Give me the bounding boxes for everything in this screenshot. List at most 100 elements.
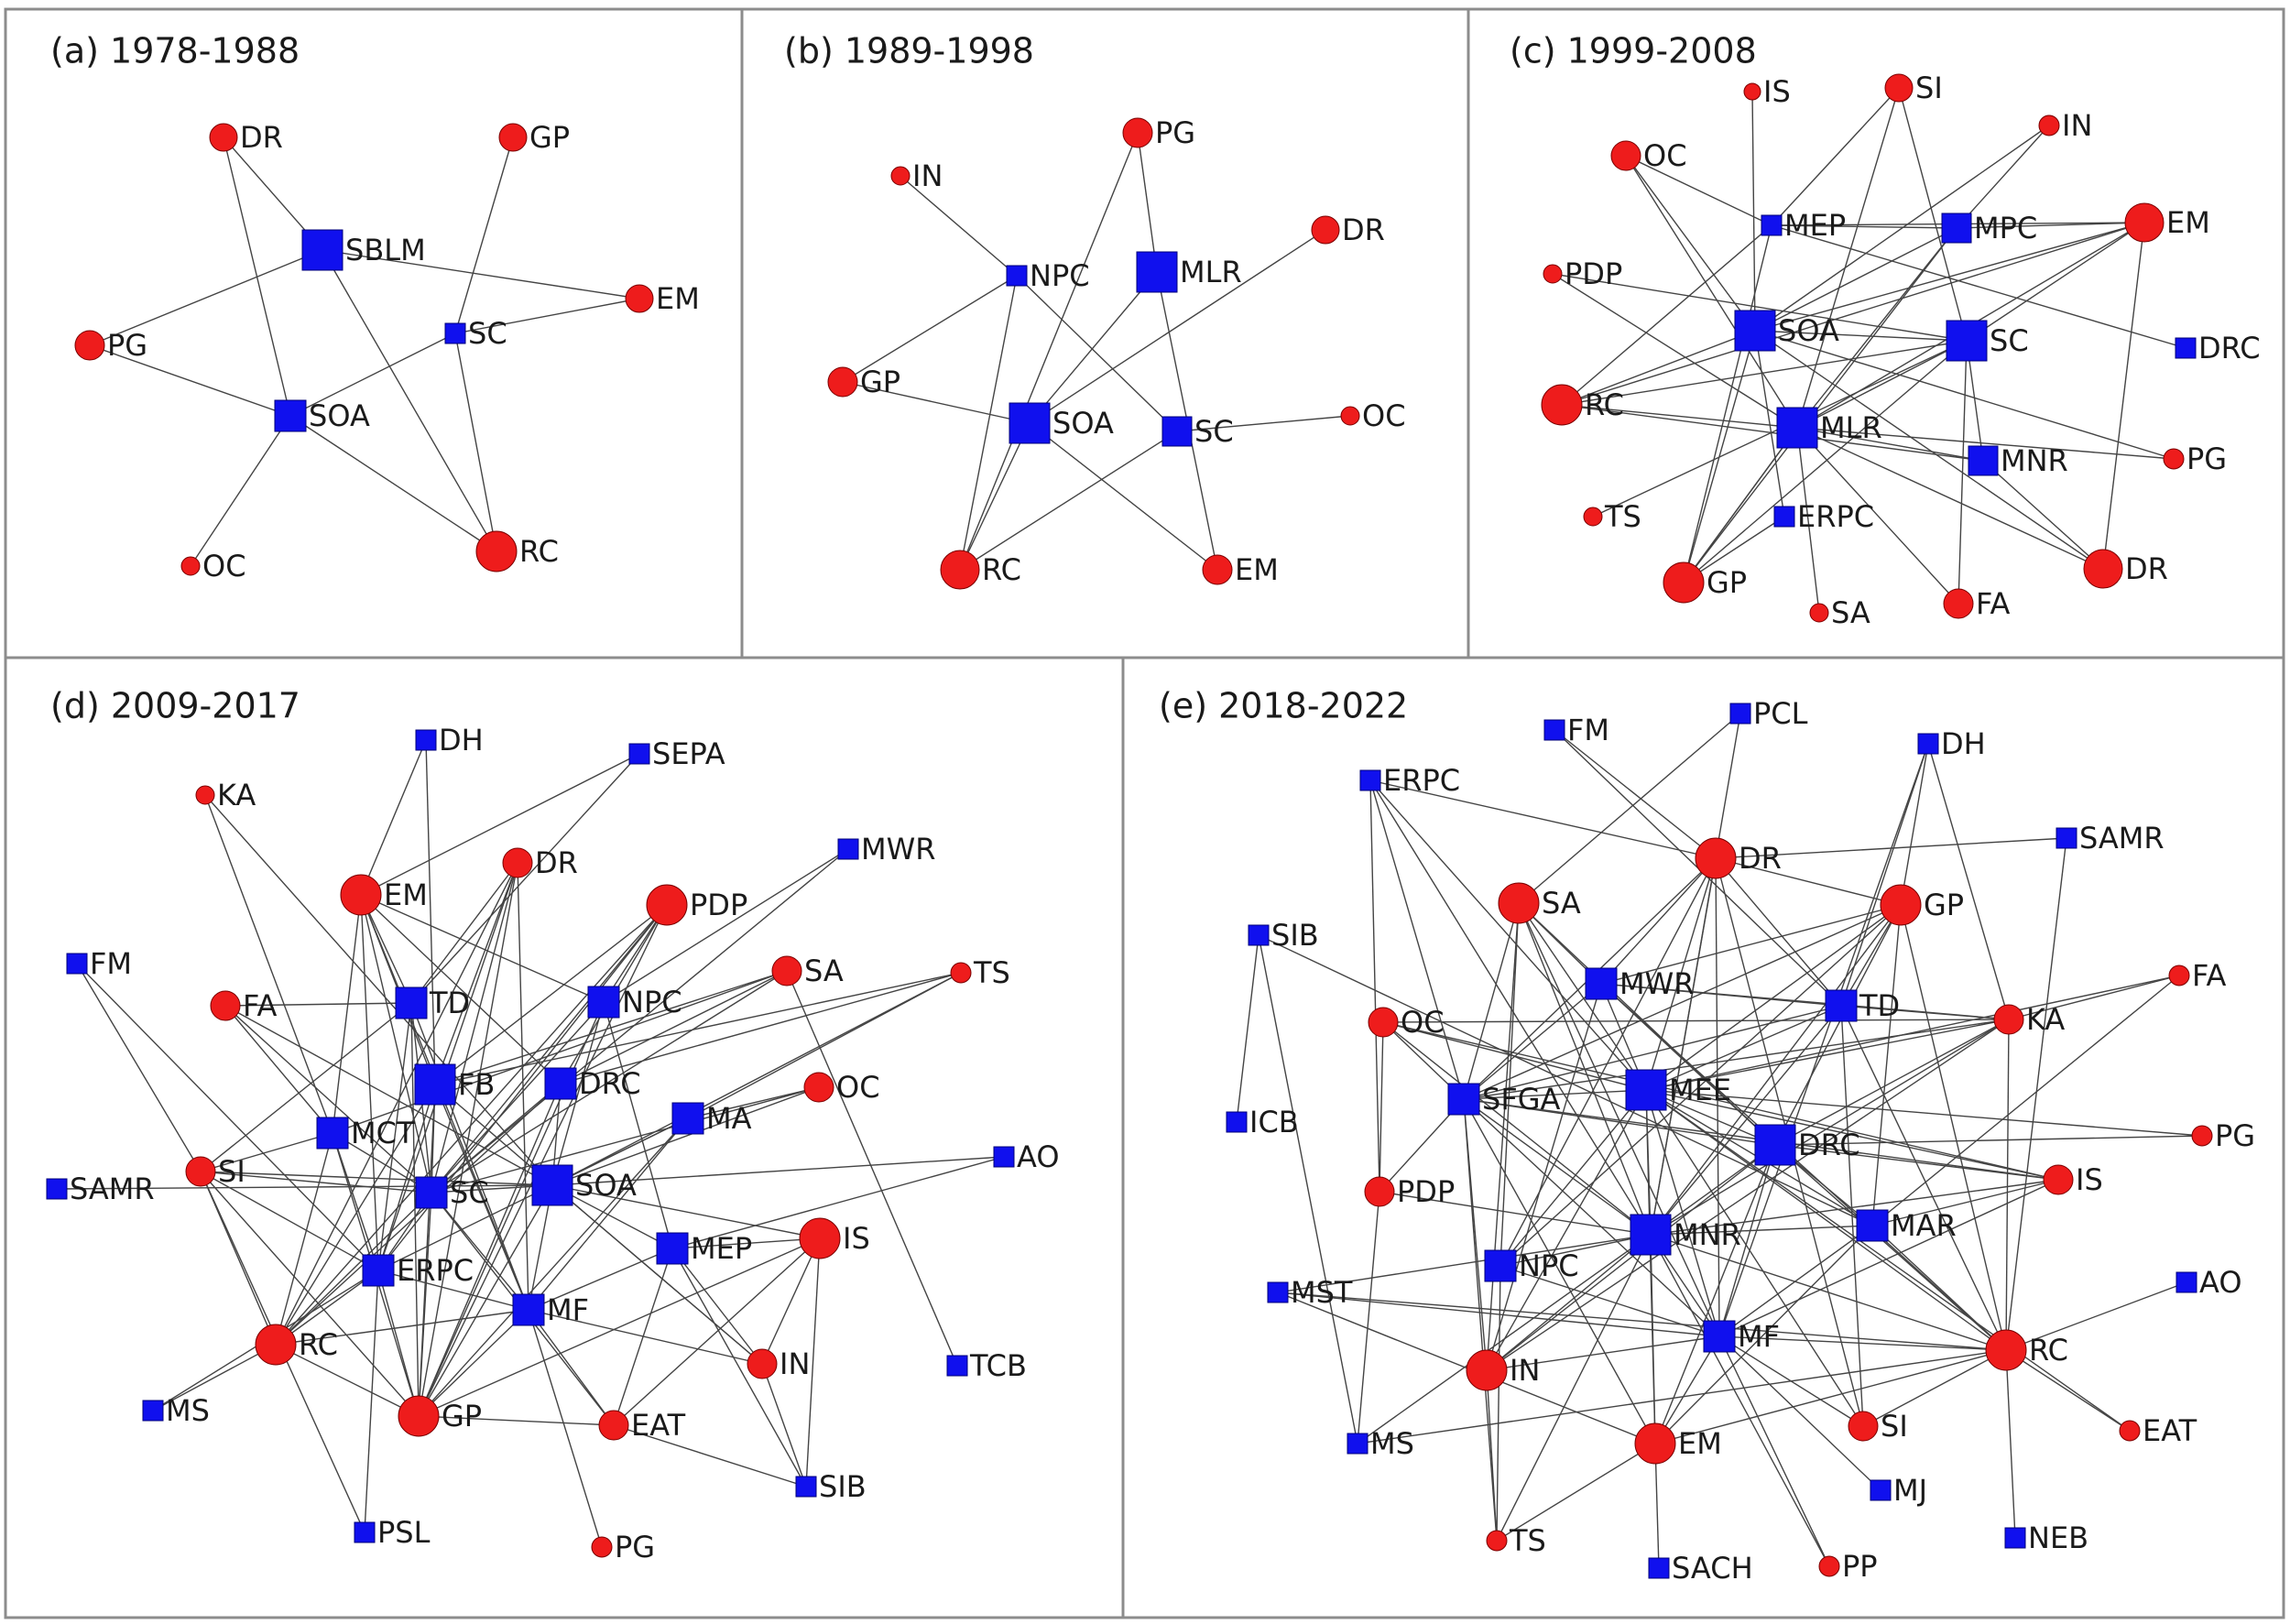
- node-label-mf: MF: [547, 1292, 589, 1327]
- edge-soa-mf: [528, 1184, 553, 1311]
- node-pg: [591, 1536, 613, 1558]
- panel-d-title: (d) 2009-2017: [50, 686, 300, 726]
- node-soa: [1734, 310, 1776, 352]
- node-label-sib: SIB: [1271, 918, 1319, 953]
- edge-sfga-mnr: [1463, 1098, 1652, 1236]
- node-label-in: IN: [1510, 1353, 1540, 1388]
- edge-mf-pp: [1718, 1335, 1830, 1567]
- edge-mct-si: [200, 1132, 333, 1172]
- node-label-mep: MEP: [691, 1231, 752, 1266]
- node-drc: [2175, 337, 2197, 359]
- node-ma: [671, 1102, 704, 1135]
- node-label-fa: FA: [2192, 958, 2226, 993]
- edge-mnr-ms: [1357, 1234, 1652, 1444]
- edge-sblm-pg: [89, 249, 323, 346]
- node-label-npc: NPC: [1519, 1248, 1579, 1283]
- node-tcb: [946, 1355, 968, 1377]
- node-label-dh: DH: [439, 723, 484, 758]
- edge-soa-erpc: [1754, 330, 1785, 518]
- node-label-soa: SOA: [1778, 313, 1839, 348]
- node-npc: [587, 986, 620, 1019]
- node-fb: [414, 1063, 456, 1106]
- edge-mlr-rc: [1561, 404, 1798, 429]
- edge-mst-rc: [1277, 1292, 2007, 1351]
- edge-em-rc: [1561, 222, 2145, 406]
- edge-fa-mar: [1871, 975, 2180, 1226]
- panel-e-edges: [1236, 713, 2203, 1569]
- node-pdp: [1543, 264, 1563, 284]
- edge-mep-mf: [528, 1248, 673, 1311]
- node-label-oc: OC: [836, 1070, 880, 1105]
- edge-em-sc: [360, 894, 432, 1193]
- node-label-rc: RC: [299, 1327, 338, 1362]
- node-label-mwr: MWR: [1619, 966, 1694, 1001]
- node-sepa: [628, 743, 650, 765]
- node-pg: [2163, 448, 2185, 470]
- edge-erpc-sfga: [1369, 779, 1465, 1100]
- node-label-si: SI: [1915, 71, 1943, 105]
- panel-d-frame: [4, 656, 1125, 1619]
- node-soa: [531, 1164, 573, 1206]
- edge-oc-soa: [551, 1086, 820, 1186]
- edge-oc-ma: [687, 1086, 820, 1119]
- panel-b-edges: [842, 132, 1351, 571]
- node-pdp: [1364, 1176, 1395, 1207]
- edge-mwr-in: [1486, 983, 1602, 1371]
- node-label-samr: SAMR: [2079, 821, 2165, 856]
- edge-is-soa: [1751, 91, 1756, 332]
- edge-fm-dr: [1554, 729, 1717, 859]
- edge-pdp-erpc: [377, 904, 668, 1271]
- edge-dr-sc: [431, 862, 518, 1193]
- edge-soa-rc: [1561, 330, 1756, 406]
- node-label-sa: SA: [1831, 595, 1870, 630]
- node-pg: [1122, 117, 1153, 148]
- edge-gp-mee: [1645, 904, 1902, 1091]
- node-sc: [415, 1176, 448, 1209]
- node-erpc: [1773, 506, 1795, 528]
- node-label-pg: PG: [2215, 1118, 2255, 1153]
- node-sach: [1648, 1557, 1670, 1579]
- node-mj: [1870, 1479, 1892, 1501]
- node-label-psl: PSL: [377, 1515, 431, 1550]
- edge-td-mnr: [1650, 1005, 1842, 1236]
- node-sc: [1161, 416, 1193, 447]
- node-label-mlr: MLR: [1180, 255, 1242, 289]
- edge-drc-gp: [418, 1083, 562, 1417]
- edge-mnr-em: [1650, 1234, 1656, 1444]
- node-em: [2124, 202, 2165, 243]
- node-fa: [1943, 588, 1974, 619]
- edge-fb-rc: [275, 1084, 436, 1346]
- panel-e-title: (e) 2018-2022: [1159, 686, 1408, 726]
- edge-is-in: [761, 1237, 821, 1365]
- node-label-soa: SOA: [575, 1168, 637, 1203]
- node-soa: [274, 399, 307, 432]
- node-label-oc: OC: [1401, 1005, 1445, 1040]
- node-label-ka: KA: [2026, 1002, 2065, 1037]
- node-label-ka: KA: [217, 778, 256, 812]
- node-label-td: TD: [429, 986, 470, 1020]
- edge-dr-rc: [275, 862, 518, 1346]
- node-rc: [1541, 384, 1583, 426]
- edge-mep-in: [671, 1248, 763, 1365]
- edge-si-gp: [200, 1171, 420, 1417]
- edge-in-soa: [1754, 125, 2050, 332]
- node-label-em: EM: [656, 281, 700, 316]
- edge-sfga-em: [1463, 1098, 1656, 1444]
- edge-mep-rc: [1561, 224, 1772, 406]
- edge-sc-oc: [1176, 415, 1351, 432]
- edge-drc-pg: [1774, 1135, 2203, 1146]
- edge-mf-in: [528, 1309, 763, 1365]
- node-erpc: [362, 1254, 395, 1287]
- node-label-mep: MEP: [1784, 208, 1846, 243]
- edge-pdp-mnr: [1379, 1191, 1652, 1236]
- node-label-pg: PG: [1155, 115, 1195, 150]
- edge-gp-mwr: [1600, 904, 1902, 985]
- node-eat: [2119, 1420, 2141, 1442]
- node-pp: [1818, 1555, 1840, 1577]
- edge-mar-mf: [1718, 1225, 1873, 1337]
- node-is: [2043, 1164, 2074, 1195]
- node-mst: [1267, 1281, 1289, 1303]
- node-label-sc: SC: [450, 1175, 489, 1210]
